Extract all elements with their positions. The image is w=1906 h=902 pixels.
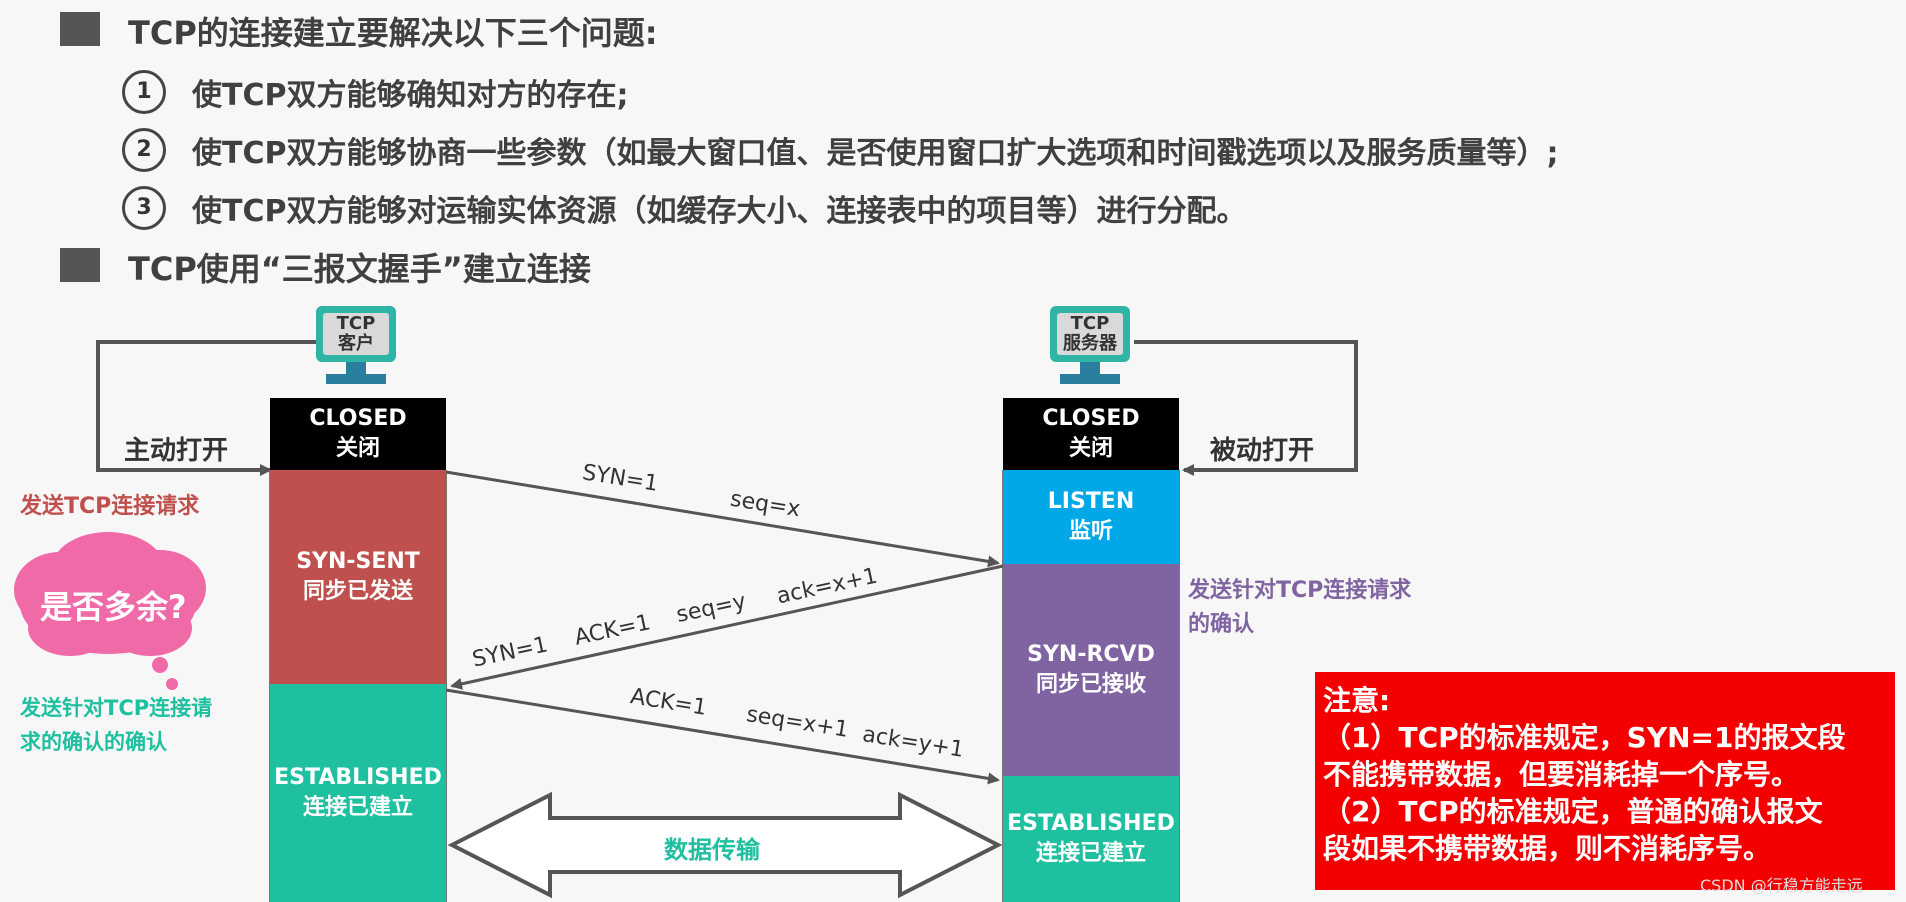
server-computer-icon: TCP 服务器 (1050, 306, 1130, 362)
state-zh: 同步已发送 (302, 579, 413, 604)
note-title: 注意: (1323, 684, 1391, 717)
client-label-line2: 客户 (338, 333, 374, 354)
cloud-shape (14, 532, 206, 690)
state-en: SYN-SENT (296, 549, 420, 574)
state-zh: 连接已建立 (1035, 841, 1146, 866)
note-line-3: （2）TCP的标准规定，普通的确认报文 (1323, 795, 1823, 828)
item-number-1: 1 (122, 70, 166, 114)
item-text-2: 使TCP双方能够协商一些参数（如最大窗口值、是否使用窗口扩大选项和时间戳选项以及… (192, 136, 1559, 171)
syn-segment-arrow (445, 470, 1000, 568)
state-zh: 监听 (1068, 519, 1113, 544)
item-text-1: 使TCP双方能够确知对方的存在; (192, 78, 629, 113)
state-en: ESTABLISHED (1007, 811, 1175, 836)
state-en: SYN-RCVD (1027, 642, 1155, 667)
client-base (326, 374, 386, 384)
server-stand (1080, 362, 1100, 374)
note-line-1: （1）TCP的标准规定，SYN=1的报文段 (1323, 721, 1846, 754)
active-open-label: 主动打开 (124, 436, 229, 466)
heading-bullet-2 (60, 248, 100, 282)
ack-of-ack-label-2: 求的确认的确认 (20, 730, 167, 754)
note-box: 注意: （1）TCP的标准规定，SYN=1的报文段 不能携带数据，但要消耗掉一个… (1315, 672, 1895, 890)
server-base (1060, 374, 1120, 384)
state-en: LISTEN (1047, 489, 1135, 514)
client-open-loop (96, 340, 316, 476)
watermark: CSDN @行稳方能走远 (1700, 876, 1863, 895)
heading-problems: TCP的连接建立要解决以下三个问题: (128, 14, 658, 52)
server-open-loop (1134, 340, 1358, 476)
server-state-listen: LISTEN 监听 (1003, 470, 1179, 564)
client-state-established: ESTABLISHED 连接已建立 (270, 684, 446, 902)
state-en: ESTABLISHED (274, 765, 442, 790)
heading-handshake: TCP使用“三报文握手”建立连接 (128, 250, 591, 288)
syn-ack-segment-arrow (450, 564, 1004, 690)
server-state-closed: CLOSED 关闭 (1003, 398, 1179, 470)
item-number-2: 2 (122, 128, 166, 172)
data-transfer-arrow (447, 791, 1003, 899)
state-zh: 关闭 (335, 436, 380, 461)
item-number-3: 3 (122, 186, 166, 230)
server-ack-label-1: 发送针对TCP连接请求 (1188, 578, 1412, 603)
note-line-4: 段如果不携带数据，则不消耗序号。 (1323, 832, 1772, 865)
server-state-established: ESTABLISHED 连接已建立 (1003, 776, 1179, 902)
server-state-syn-rcvd: SYN-RCVD 同步已接收 (1003, 564, 1179, 776)
ack-segment-arrow (445, 688, 1000, 785)
note-line-2: 不能携带数据，但要消耗掉一个序号。 (1323, 758, 1800, 791)
send-request-label: 发送TCP连接请求 (20, 494, 200, 519)
state-en: CLOSED (309, 406, 407, 431)
client-stand (346, 362, 366, 374)
cloud-text: 是否多余? (40, 588, 187, 626)
passive-open-label: 被动打开 (1210, 436, 1315, 466)
state-zh: 关闭 (1068, 436, 1113, 461)
state-zh: 同步已接收 (1035, 672, 1146, 697)
client-computer-icon: TCP 客户 (316, 306, 396, 362)
client-state-syn-sent: SYN-SENT 同步已发送 (270, 470, 446, 684)
data-transfer-label: 数据传输 (664, 836, 760, 864)
state-zh: 连接已建立 (302, 795, 413, 820)
server-label-line2: 服务器 (1063, 333, 1117, 354)
item-text-3: 使TCP双方能够对运输实体资源（如缓存大小、连接表中的项目等）进行分配。 (192, 194, 1247, 229)
state-en: CLOSED (1042, 406, 1140, 431)
ack-of-ack-label-1: 发送针对TCP连接请 (20, 696, 213, 720)
heading-bullet (60, 12, 100, 46)
server-ack-label-2: 的确认 (1188, 612, 1255, 637)
client-state-closed: CLOSED 关闭 (270, 398, 446, 470)
server-label-line1: TCP (1070, 313, 1110, 334)
client-label-line1: TCP (336, 313, 376, 334)
